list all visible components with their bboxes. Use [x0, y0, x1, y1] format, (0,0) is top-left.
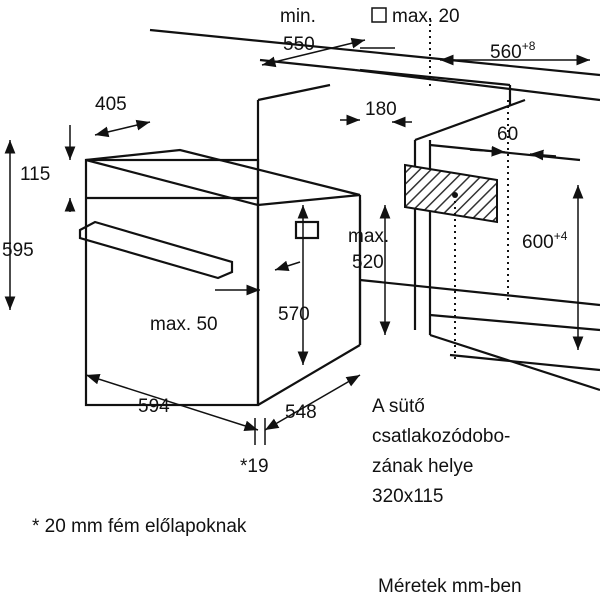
label-595: 595 — [2, 240, 34, 261]
label-405: 405 — [95, 94, 127, 115]
label-max20: max. 20 — [392, 6, 460, 27]
label-max20-group: max. 20 — [371, 6, 460, 27]
label-19: *19 — [240, 456, 269, 477]
socket-note-line4: 320x115 — [372, 486, 444, 507]
label-60: 60 — [497, 124, 518, 145]
units-note: Méretek mm-ben — [378, 576, 522, 597]
oven-body — [84, 148, 362, 407]
label-115: 115 — [20, 164, 50, 185]
center-dotted-lines — [429, 18, 509, 360]
label-600: 600+4 — [522, 229, 568, 253]
label-180: 180 — [365, 99, 397, 120]
cabinet-outline — [149, 28, 600, 392]
dimension-lines — [4, 37, 590, 445]
label-550: 550 — [283, 34, 315, 55]
socket-note: A sütő csatlakozódobo- zának helye 320x1… — [372, 396, 510, 507]
label-594: 594 — [138, 396, 170, 417]
label-max: max. — [348, 226, 389, 247]
label-570: 570 — [278, 304, 310, 325]
label-560: 560+8 — [490, 39, 536, 63]
oven-handle — [78, 220, 234, 280]
label-max50: max. 50 — [150, 314, 218, 335]
dimension-labels: min. 550 max. 20 560+8 405 180 60 115 59… — [2, 6, 568, 477]
socket-area — [404, 163, 498, 224]
label-min: min. — [280, 6, 316, 27]
footnote: * 20 mm fém előlapoknak — [32, 516, 247, 537]
label-548: 548 — [285, 402, 317, 423]
square-symbol — [371, 7, 387, 23]
socket-note-line1: A sütő — [372, 396, 425, 417]
label-520: 520 — [352, 252, 384, 273]
socket-note-line2: csatlakozódobo- — [372, 426, 510, 447]
socket-note-line3: zának helye — [372, 456, 473, 477]
